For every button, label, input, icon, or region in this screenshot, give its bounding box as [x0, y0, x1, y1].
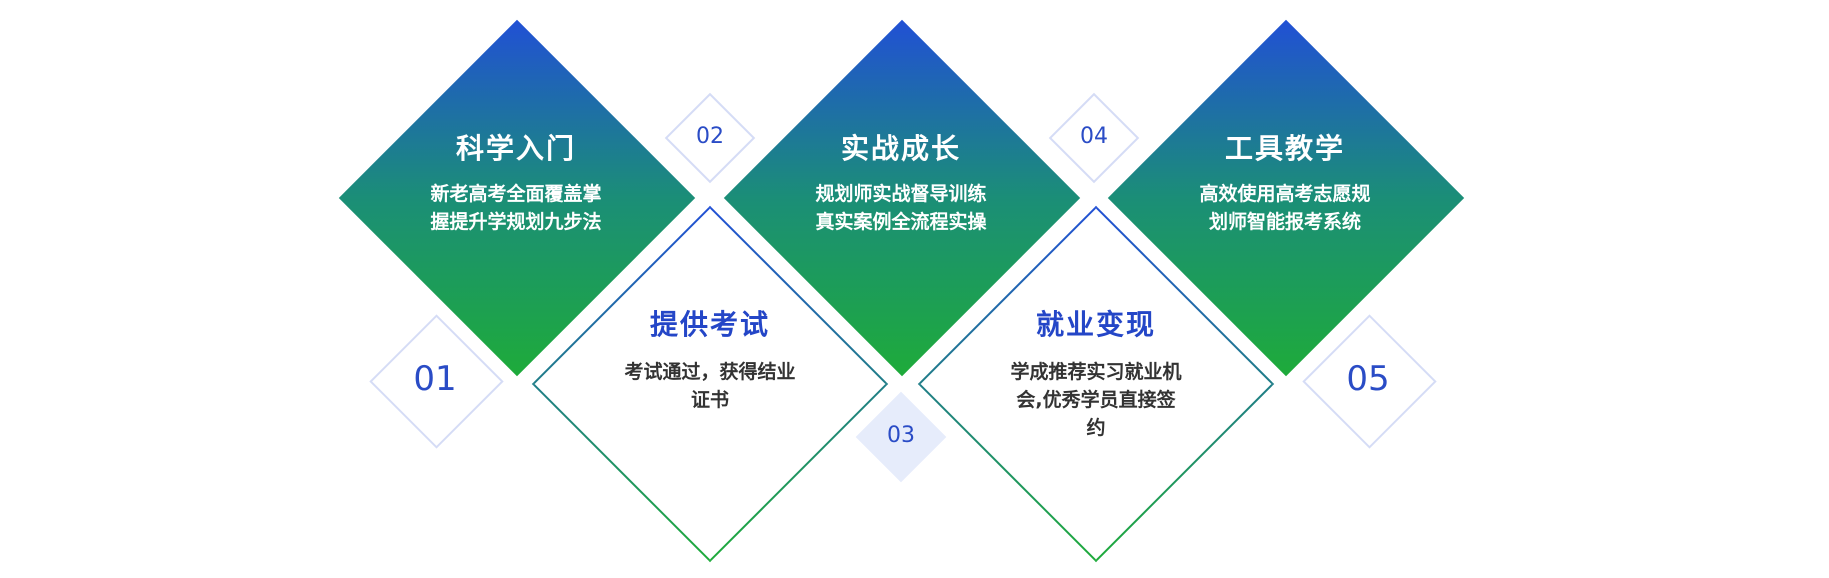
- card-3-desc: 规划师实战督导训练 真实案例全流程实操: [815, 182, 987, 233]
- card-4-desc: 学成推荐实习就业机 会,优秀学员直接签 约: [1010, 360, 1182, 439]
- card-3: 实战成长 规划师实战督导训练 真实案例全流程实操: [781, 132, 1021, 236]
- card-5-desc: 高效使用高考志愿规 划师智能报考系统: [1199, 182, 1371, 233]
- number-05: 05: [1346, 359, 1390, 399]
- number-02: 02: [696, 124, 724, 149]
- card-5-title: 工具教学: [1224, 132, 1345, 165]
- card-5: 工具教学 高效使用高考志愿规 划师智能报考系统: [1165, 132, 1405, 236]
- card-2: 提供考试 考试通过，获得结业 证书: [590, 308, 830, 414]
- card-3-title: 实战成长: [840, 132, 961, 165]
- card-1-title: 科学入门: [455, 132, 576, 165]
- number-03: 03: [887, 423, 915, 448]
- number-01: 01: [413, 359, 457, 399]
- number-04: 04: [1080, 124, 1108, 149]
- card-4-title: 就业变现: [1035, 308, 1156, 341]
- card-4: 就业变现 学成推荐实习就业机 会,优秀学员直接签 约: [976, 308, 1216, 442]
- card-2-title: 提供考试: [649, 308, 770, 341]
- card-1: 科学入门 新老高考全面覆盖掌 握提升学规划九步法: [396, 132, 636, 236]
- card-2-desc: 考试通过，获得结业 证书: [624, 360, 796, 411]
- card-1-desc: 新老高考全面覆盖掌 握提升学规划九步法: [430, 182, 602, 233]
